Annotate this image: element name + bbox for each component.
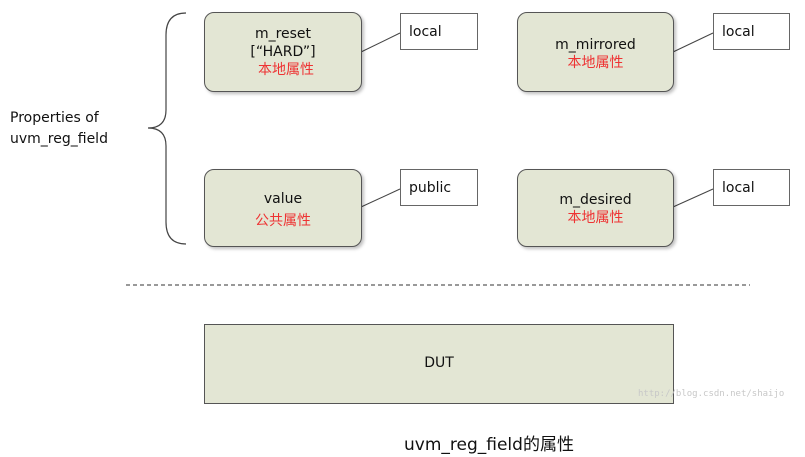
properties-label-line1: Properties of	[10, 110, 99, 126]
field-box-value: value 公共属性	[204, 169, 362, 247]
properties-label: Properties of uvm_reg_field	[10, 108, 108, 150]
field-attr: 本地属性	[567, 210, 624, 226]
connector-m-mirrored	[672, 32, 714, 53]
tag-m-desired: local	[713, 169, 790, 206]
field-name: m_reset	[254, 26, 312, 42]
connector-m-reset	[360, 32, 401, 53]
field-name: value	[263, 191, 303, 207]
field-attr: 本地属性	[567, 55, 624, 71]
field-box-m-reset: m_reset [“HARD”] 本地属性	[204, 12, 362, 92]
field-box-m-mirrored: m_mirrored 本地属性	[517, 12, 674, 92]
field-name: m_desired	[559, 192, 632, 208]
field-extra: [“HARD”]	[250, 44, 316, 60]
dut-label: DUT	[424, 355, 454, 371]
field-box-m-desired: m_desired 本地属性	[517, 169, 674, 247]
tag-m-mirrored: local	[713, 13, 790, 50]
field-attr: 本地属性	[258, 62, 314, 78]
field-name: m_mirrored	[555, 37, 636, 53]
curly-brace	[147, 12, 187, 245]
field-attr: 公共属性	[255, 213, 311, 229]
dut-box: DUT	[204, 324, 674, 404]
tag-m-reset: local	[400, 13, 478, 50]
connector-value	[360, 188, 401, 208]
watermark: http://blog.csdn.net/shaijo	[638, 389, 785, 399]
connector-m-desired	[672, 188, 714, 208]
properties-label-line2: uvm_reg_field	[10, 131, 108, 147]
tag-value: public	[400, 169, 478, 206]
diagram-caption: uvm_reg_field的属性	[404, 435, 574, 455]
